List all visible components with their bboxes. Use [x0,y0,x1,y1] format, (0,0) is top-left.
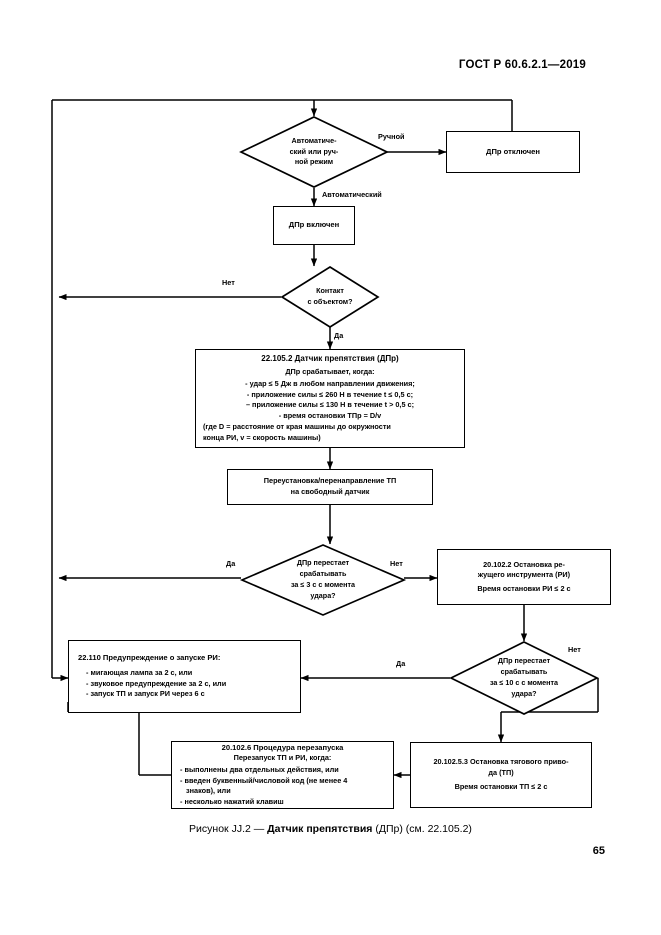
stop10-line-2: срабатывать [500,667,548,677]
contact-line-1: Контакт [316,286,344,296]
box-obstacle-sensor[interactable]: 22.105.2 Датчик препятствия (ДПр) ДПр ср… [195,349,465,448]
restart-subtitle: Перезапуск ТП и РИ, когда: [233,753,332,763]
edge-label-automatic: Автоматический [322,190,382,199]
decision-mode[interactable]: Автоматиче- ский или руч- ной режим [239,116,389,188]
edge-label-no-contact: Нет [222,278,235,287]
edge-label-no-stop10: Нет [568,645,581,654]
traction-stop-line-3: Время остановки ТП ≤ 2 с [454,782,548,792]
box-reset-redirect[interactable]: Переустановка/перенаправление ТП на своб… [227,469,433,505]
cutting-stop-line-3: Время остановки РИ ≤ 2 с [477,583,571,593]
edge-label-no-stop3: Нет [390,559,403,568]
warning-item-3: - запуск ТП и запуск РИ через 6 с [86,689,205,699]
box-traction-drive-stop[interactable]: 20.102.5.3 Остановка тягового приво- да … [410,742,592,808]
decision-mode-label: Автоматиче- ский или руч- ной режим [240,116,388,188]
sensor-note-1: (где D = расстояние от края машины до ок… [203,422,391,432]
standard-header: ГОСТ Р 60.6.2.1—2019 [458,59,586,71]
figure-caption-bold: Датчик препятствия [267,823,373,835]
reset-line-1: Переустановка/перенаправление ТП [263,476,397,486]
box-restart-procedure[interactable]: 20.102.6 Процедура перезапуска Перезапус… [171,741,394,809]
stop10-line-1: ДПр перестает [497,656,551,666]
sensor-item-4: - время остановки ТПр = D/v [278,410,382,420]
warning-title: 22.110 Предупреждение о запуске РИ: [78,653,221,663]
contact-line-2: с объектом? [307,297,353,306]
stop3-line-3: за ≤ 3 с с момента [290,580,356,589]
box-dpr-off[interactable]: ДПр отключен [446,131,580,173]
decision-contact[interactable]: Контакт с объектом? [280,265,380,329]
sensor-subtitle: ДПр срабатывает, когда: [285,366,375,376]
figure-caption: Рисунок JJ.2 — Датчик препятствия (ДПр) … [0,823,661,835]
stop3-line-2: срабатывать [299,569,347,579]
decision-stop-3s-label: ДПр перестает срабатывать за ≤ 3 с с мом… [241,544,405,616]
sensor-item-1: - удар ≤ 5 Дж в любом направлении движен… [245,379,415,389]
restart-title: 20.102.6 Процедура перезапуска [221,742,344,752]
traction-stop-line-1: 20.102.5.3 Остановка тягового приво- [433,757,569,767]
reset-line-2: на свободный датчик [290,487,370,496]
restart-item-1: - выполнены два отдельных действия, или [180,764,339,774]
restart-item-2: - введен буквенный/числовой код (не мене… [180,775,348,785]
decision-stop-3s[interactable]: ДПр перестает срабатывать за ≤ 3 с с мом… [239,544,407,616]
box-cutting-tool-stop[interactable]: 20.102.2 Остановка ре- жущего инструмент… [437,549,611,605]
box-startup-warning[interactable]: 22.110 Предупреждение о запуске РИ: - ми… [68,640,301,713]
mode-line-3: ной режим [294,157,334,167]
warning-item-2: - звуковое предупреждение за 2 с, или [86,678,227,688]
box-dpr-on-label: ДПр включен [288,220,340,230]
mode-line-1: Автоматиче- [291,135,337,145]
edge-label-yes-stop3: Да [226,559,236,568]
decision-stop-10s[interactable]: ДПр перестает срабатывать за ≤ 10 с с мо… [449,641,599,715]
stop3-line-1: ДПр перестает [296,558,350,568]
sensor-item-3: – приложение силы ≤ 130 Н в течение t > … [245,400,415,410]
restart-item-3: знаков), или [186,786,231,796]
mode-line-2: ский или руч- [289,146,339,156]
box-dpr-on[interactable]: ДПр включен [273,206,355,245]
cutting-stop-line-1: 20.102.2 Остановка ре- [483,559,565,569]
sensor-item-2: - приложение силы ≤ 260 Н в течение t ≤ … [246,389,414,399]
warning-item-1: - мигающая лампа за 2 с, или [86,667,193,677]
page-number: 65 [592,845,605,857]
sensor-title: 22.105.2 Датчик препятствия (ДПр) [261,354,399,364]
cutting-stop-line-2: жущего инструмента (РИ) [477,570,571,580]
sensor-note-2: конца РИ, v = скорость машины) [203,433,321,443]
decision-stop-10s-label: ДПр перестает срабатывать за ≤ 10 с с мо… [450,641,598,715]
stop3-line-4: удара? [310,590,336,600]
figure-caption-prefix: Рисунок JJ.2 — [189,823,268,835]
edge-label-yes-contact: Да [334,331,344,340]
edge-label-yes-stop10: Да [396,659,406,668]
edge-label-manual: Ручной [378,132,405,141]
traction-stop-line-2: да (ТП) [488,767,514,777]
box-dpr-off-label: ДПр отключен [486,146,540,156]
stop10-line-3: за ≤ 10 с с момента [489,678,559,687]
decision-contact-label: Контакт с объектом? [281,266,379,328]
restart-item-4: - несколько нажатий клавиш [180,796,284,806]
stop10-line-4: удара? [511,688,537,698]
figure-caption-suffix: (ДПр) (см. 22.105.2) [372,823,472,835]
